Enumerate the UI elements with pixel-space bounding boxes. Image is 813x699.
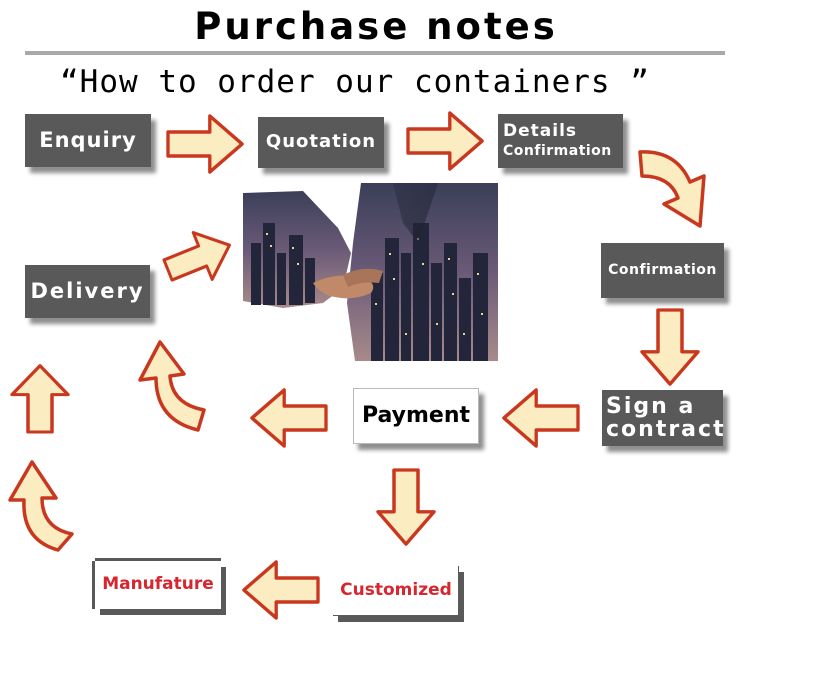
step-payment-label: Payment	[361, 403, 471, 429]
subtitle: “How to order our containers ”	[60, 64, 650, 100]
step-details-confirmation: Details Confirmation	[498, 114, 623, 168]
step-enquiry-label: Enquiry	[39, 128, 137, 153]
arrow-left-icon	[250, 388, 328, 448]
step-enquiry: Enquiry	[25, 114, 151, 167]
step-delivery-label: Delivery	[30, 279, 145, 304]
step-quotation-label: Quotation	[265, 131, 377, 153]
arrow-down-icon	[376, 468, 436, 546]
page-title: Purchase notes	[194, 5, 558, 48]
step-confirmation: Confirmation	[601, 243, 724, 298]
step-sign-label-line1: Sign a	[606, 393, 696, 419]
step-customized: Customized	[333, 566, 459, 616]
step-delivery: Delivery	[25, 265, 150, 318]
handshake-city-photo	[243, 183, 498, 361]
step-sign-label-line2: contract	[606, 417, 726, 442]
step-sign-contract: Sign a contract	[602, 390, 726, 446]
arrow-right-icon	[166, 114, 244, 174]
arrow-down-icon	[640, 308, 700, 386]
arrow-up-icon	[10, 363, 70, 434]
step-confirmation-label: Confirmation	[608, 262, 717, 279]
step-quotation: Quotation	[258, 117, 384, 168]
step-customized-label: Customized	[340, 580, 452, 601]
step-details-label-line2: Confirmation	[503, 143, 612, 160]
curved-arrow-down-icon	[638, 150, 706, 228]
arrow-left-icon	[502, 388, 580, 448]
step-details-label-line1: Details	[503, 121, 578, 142]
arrow-left-icon	[242, 560, 320, 620]
title-divider	[25, 51, 725, 55]
step-manufature-label: Manufature	[102, 574, 214, 595]
curved-arrow-up-icon	[8, 460, 74, 552]
arrow-right-icon	[156, 220, 241, 295]
arrow-right-icon	[406, 111, 484, 171]
step-manufature: Manufature	[95, 561, 221, 609]
step-payment: Payment	[353, 388, 479, 444]
curved-arrow-up-icon	[138, 340, 206, 432]
